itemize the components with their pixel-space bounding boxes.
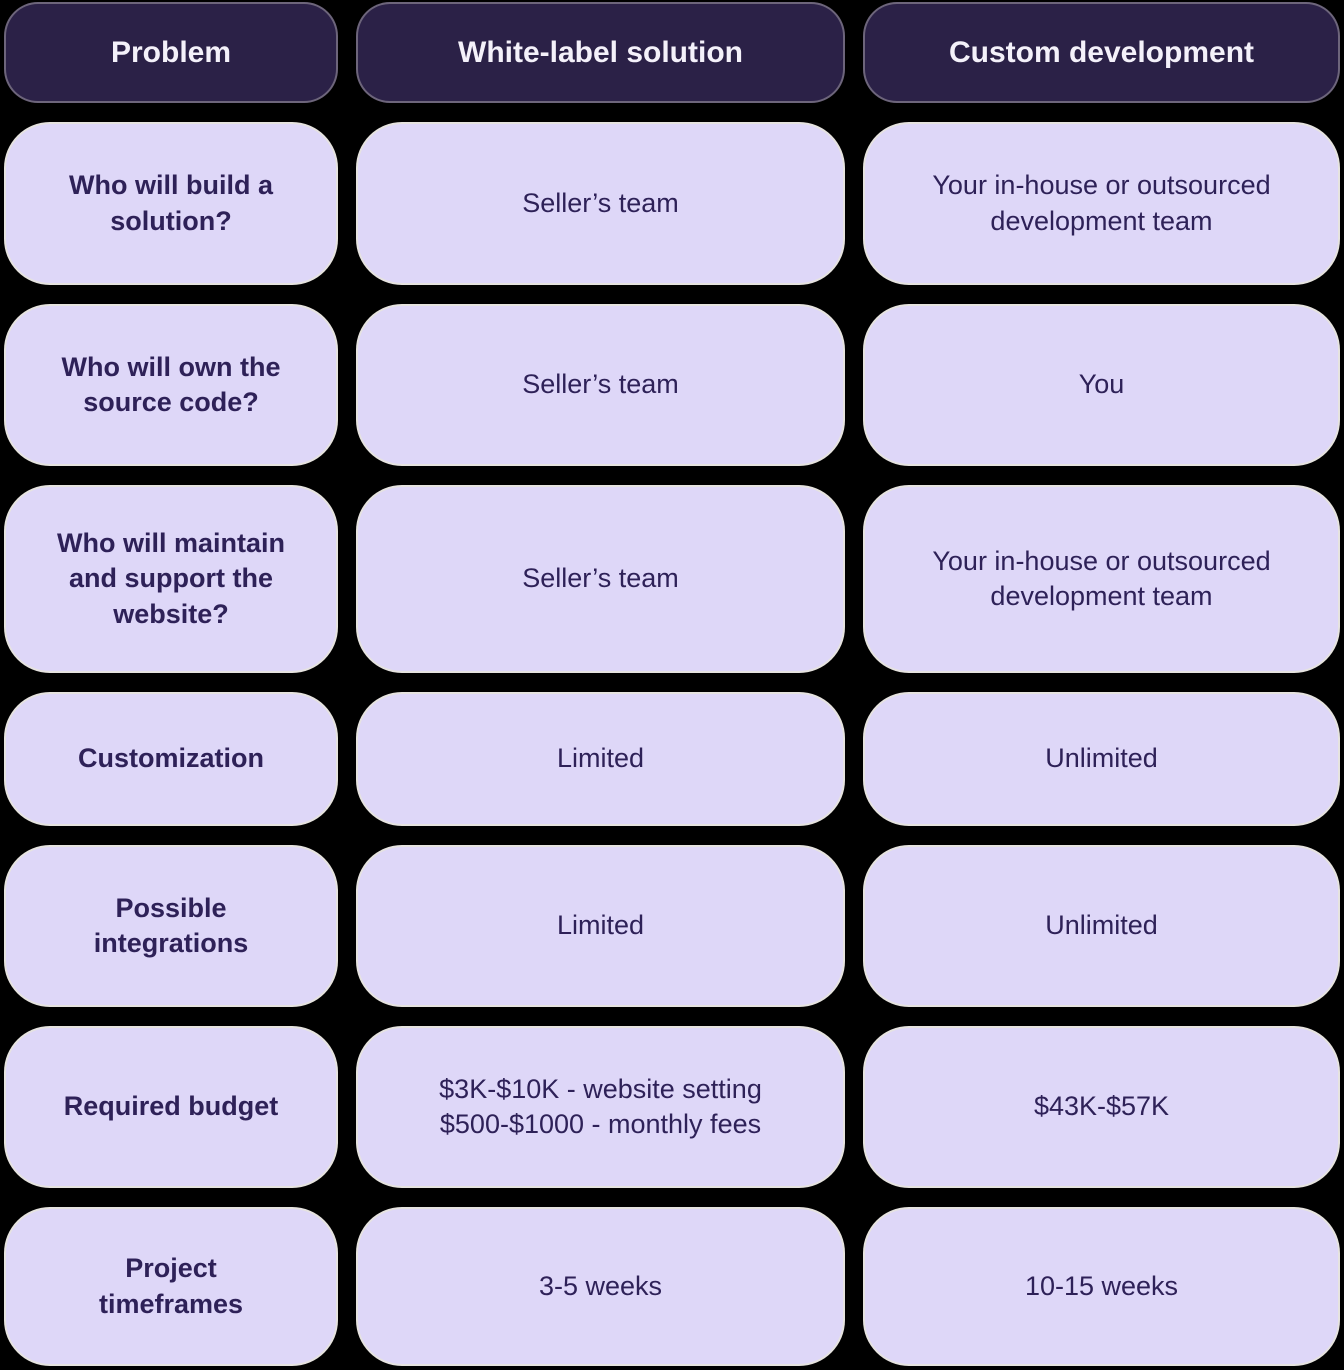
cell-row3-custom: Your in-house or outsourced development …	[863, 485, 1340, 673]
cell-row5-custom: Unlimited	[863, 845, 1340, 1007]
cell-row2-problem: Who will own the source code?	[4, 304, 338, 466]
cell-row1-custom: Your in-house or outsourced development …	[863, 122, 1340, 285]
cell-row7-problem: Project timeframes	[4, 1207, 338, 1366]
cell-row2-custom: You	[863, 304, 1340, 466]
cell-row1-problem: Who will build a solution?	[4, 122, 338, 285]
header-custom-development: Custom development	[863, 2, 1340, 103]
header-problem: Problem	[4, 2, 338, 103]
cell-row4-custom: Unlimited	[863, 692, 1340, 826]
cell-row5-problem: Possible integrations	[4, 845, 338, 1007]
cell-row1-white-label: Seller’s team	[356, 122, 845, 285]
cell-row5-white-label: Limited	[356, 845, 845, 1007]
cell-row7-custom: 10-15 weeks	[863, 1207, 1340, 1366]
header-white-label-solution: White-label solution	[356, 2, 845, 103]
cell-row4-problem: Customization	[4, 692, 338, 826]
cell-row3-problem: Who will maintain and support the websit…	[4, 485, 338, 673]
cell-row2-white-label: Seller’s team	[356, 304, 845, 466]
cell-row6-white-label: $3K-$10K - website setting $500-$1000 - …	[356, 1026, 845, 1188]
cell-row7-white-label: 3-5 weeks	[356, 1207, 845, 1366]
cell-row3-white-label: Seller’s team	[356, 485, 845, 673]
cell-row6-problem: Required budget	[4, 1026, 338, 1188]
cell-row4-white-label: Limited	[356, 692, 845, 826]
cell-row6-custom: $43K-$57K	[863, 1026, 1340, 1188]
